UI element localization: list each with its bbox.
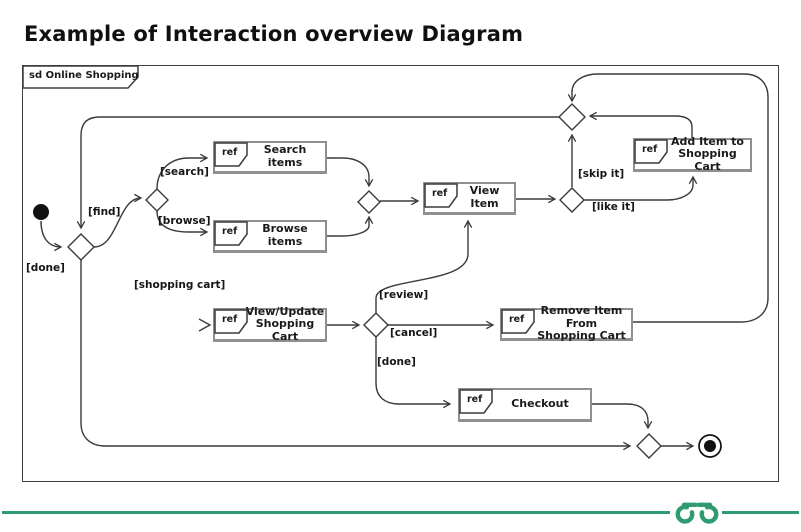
ref-box-view-update-shopping-cart: ref View/Update Shopping Cart [213,304,327,343]
edge-guard-review [375,219,473,313]
ref-box-add-item-to-shopping-cart: ref Add Item to Shopping Cart [633,134,752,173]
activity-label: Remove Item From Shopping Cart [537,304,626,343]
ref-box-search-items: ref Search items [213,141,327,174]
edge-add-item-to-top-junction [588,111,693,138]
guard-review: [review] [379,289,429,301]
ref-box-remove-item-from-shopping-cart: ref Remove Item From Shopping Cart [500,304,633,343]
ref-keyword: ref [222,147,238,158]
ref-keyword: ref [642,144,658,155]
geeksforgeeks-logo [675,502,719,524]
edge-browse-items-to-merge [327,215,374,237]
ref-box-checkout: ref Checkout [458,388,592,422]
ref-box-browse-items: ref Browse items [213,220,327,253]
guard-search: [search] [160,166,209,178]
decision-search-browse [145,188,169,212]
edge-guard-done-bottom [80,260,632,451]
activity-label: View Item [469,184,500,210]
ref-keyword: ref [222,226,238,237]
guard-shopping-cart: [shopping cart] [134,279,226,291]
ref-keyword: ref [509,314,525,325]
edge-initial-to-browse-decision [40,220,63,252]
guard-done-middle: [done] [377,356,416,368]
activity-label: Checkout [511,397,569,411]
edge-guard-browse [156,210,209,237]
edge-search-items-to-merge [327,157,374,188]
sd-frame-tab: sd Online Shopping [22,65,140,89]
activity-label: Search items [263,143,307,169]
page-title: Example of Interaction overview Diagram [24,22,524,46]
edge-guard-search [156,153,209,190]
edge-guard-like-it [584,175,698,201]
edge-guard-done-to-checkout [375,337,452,409]
guard-like-it: [like it] [592,201,635,213]
merge-final [636,433,662,459]
ref-pentagon [634,139,668,164]
brand-rule-right [722,511,799,514]
sd-frame [22,65,779,482]
decision-like-skip [559,187,585,213]
initial-node [33,204,49,220]
activity-label: Add Item to Shopping Cart [670,134,744,173]
ref-pentagon [459,389,493,414]
junction-top [558,103,586,131]
ref-keyword: ref [222,314,238,325]
frame-tab-label: sd Online Shopping [29,70,139,81]
brand-rule-left [2,511,670,514]
decision-browse-find [67,233,95,261]
ref-pentagon [214,309,248,334]
ref-box-view-item: ref View Item [423,182,516,215]
guard-find: [find] [88,206,121,218]
guard-cancel: [cancel] [390,327,438,339]
guard-skip-it: [skip it] [578,168,625,180]
ref-pentagon [214,221,248,246]
final-node [698,434,722,458]
activity-label: View/Update Shopping Cart [245,304,325,343]
ref-pentagon [424,183,458,208]
edge-checkout-to-final-merge [592,403,653,430]
frame-tab-shape [22,65,139,89]
decision-cart [363,312,389,338]
edge-top-junction-to-browse-decision [76,116,559,230]
edge-guard-find [93,193,143,248]
ref-pentagon [501,309,535,334]
edge-remove-item-loop-to-top-junction [567,73,769,323]
guard-browse: [browse] [158,215,211,227]
ref-keyword: ref [432,188,448,199]
guard-done-left: [done] [26,262,65,274]
ref-pentagon [214,142,248,167]
activity-label: Browse items [262,222,308,248]
merge-before-view-item [357,190,381,214]
chevron-shopping-cart-entry [198,318,212,332]
ref-keyword: ref [467,394,483,405]
